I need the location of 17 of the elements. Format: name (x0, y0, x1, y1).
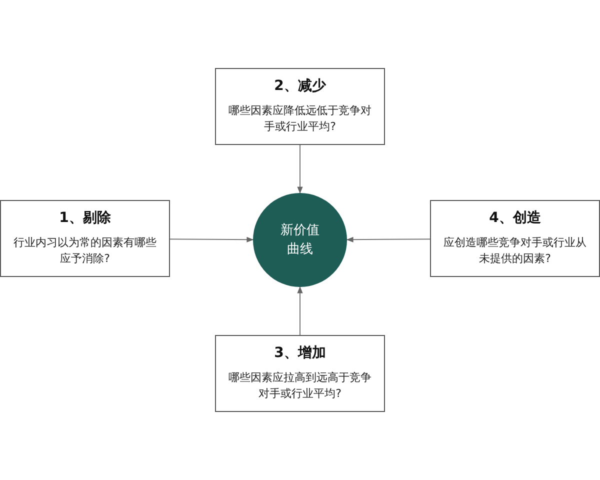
box-description: 哪些因素应降低远低于竞争对手或行业平均? (228, 103, 372, 135)
arrow (346, 236, 430, 242)
box-heading: 1、剔除 (58, 209, 112, 227)
box-description: 行业内习以为常的因素有哪些应予消除? (12, 235, 158, 267)
box-description: 应创造哪些竞争对手或行业从未提供的因素? (442, 235, 588, 267)
box-heading: 3、增加 (273, 344, 327, 362)
circle-label: 新价值曲线 (280, 222, 320, 259)
arrow (297, 144, 303, 194)
box-heading: 4、创造 (488, 209, 542, 227)
strategy-box (0, 200, 170, 277)
strategy-box (215, 68, 385, 145)
box-description: 哪些因素应拉高到远高于竞争对手或行业平均? (228, 370, 372, 402)
strategy-box (215, 335, 385, 412)
box-heading: 2、减少 (273, 77, 328, 95)
arrow (170, 236, 254, 242)
arrow (297, 286, 303, 336)
strategy-box (430, 200, 600, 277)
